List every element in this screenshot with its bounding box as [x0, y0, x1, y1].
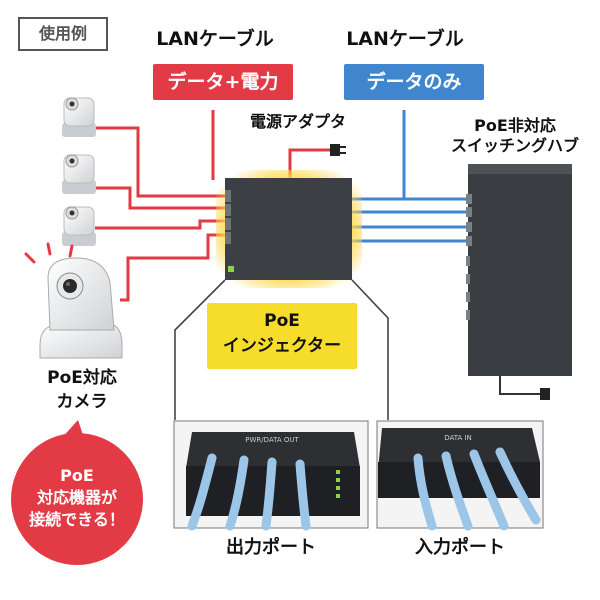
bubble-line3: 接続できる！ [29, 510, 125, 529]
poe-injector [225, 178, 352, 280]
speech-bubble [11, 420, 143, 565]
switch-hub-line1: PoE非対応 [474, 116, 556, 135]
switching-hub [466, 164, 572, 400]
data-only-cables [352, 110, 468, 243]
camera-small-2 [62, 154, 96, 194]
switch-hub-line2: スイッチングハブ [450, 136, 579, 155]
injector-label-box [207, 303, 357, 369]
injector-ports [225, 190, 234, 272]
input-port-panel-label: DATA IN [444, 434, 472, 442]
lan-data-badge: データのみ [344, 64, 484, 100]
input-port-photo [376, 420, 544, 531]
power-adapter-plug [288, 144, 346, 178]
lan-data-title: LANケーブル [346, 28, 464, 50]
camera-label-line1: PoE対応 [47, 368, 117, 388]
bubble-line1: PoE [60, 466, 94, 485]
output-port-photo [173, 420, 369, 531]
camera-small-3 [62, 206, 96, 246]
output-port-panel-label: PWR/DATA OUT [245, 436, 299, 444]
lan-power-badge: データ+電力 [153, 64, 293, 100]
camera-label-line2: カメラ [56, 392, 108, 412]
injector-line1: PoE [264, 311, 300, 331]
example-tag-box [18, 17, 108, 51]
lan-power-title: LANケーブル [156, 28, 274, 50]
output-port-caption: 出力ポート [226, 537, 316, 558]
camera-large [24, 242, 123, 359]
photo-connectors [174, 279, 389, 420]
example-tag: 使用例 [38, 24, 87, 43]
camera-small-1 [62, 97, 96, 137]
input-port-caption: 入力ポート [415, 537, 505, 558]
bubble-line2: 対応機器が [36, 488, 117, 507]
power-adapter-label: 電源アダプタ [249, 112, 346, 131]
injector-line2: インジェクター [222, 336, 342, 356]
power-data-cables [95, 110, 225, 302]
